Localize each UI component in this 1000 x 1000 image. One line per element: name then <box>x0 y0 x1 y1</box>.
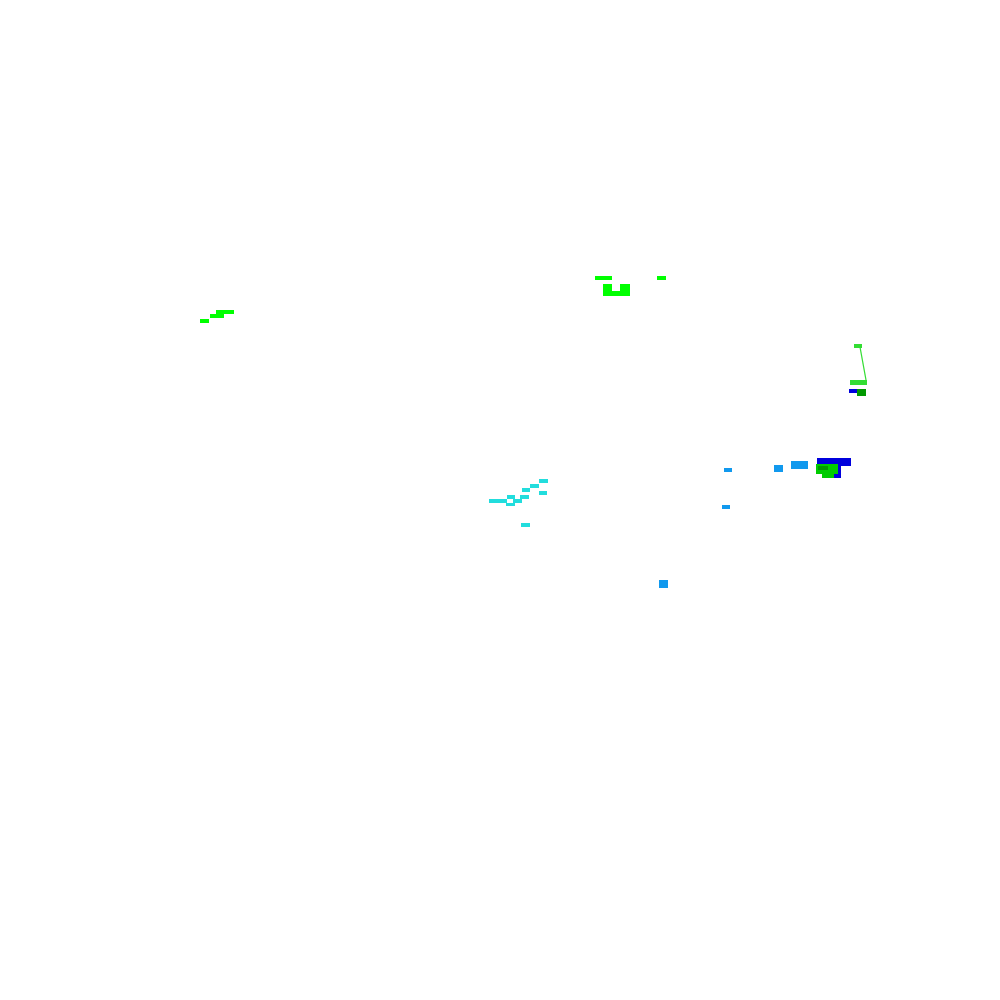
cluster-upper-center-green <box>595 276 666 296</box>
cluster-right-green-column <box>849 344 867 396</box>
cluster-sky-blue <box>659 461 808 588</box>
cluster-cyan <box>489 479 548 527</box>
cluster-upper-left-green <box>200 310 234 323</box>
cluster-right-blue-green <box>816 458 851 478</box>
